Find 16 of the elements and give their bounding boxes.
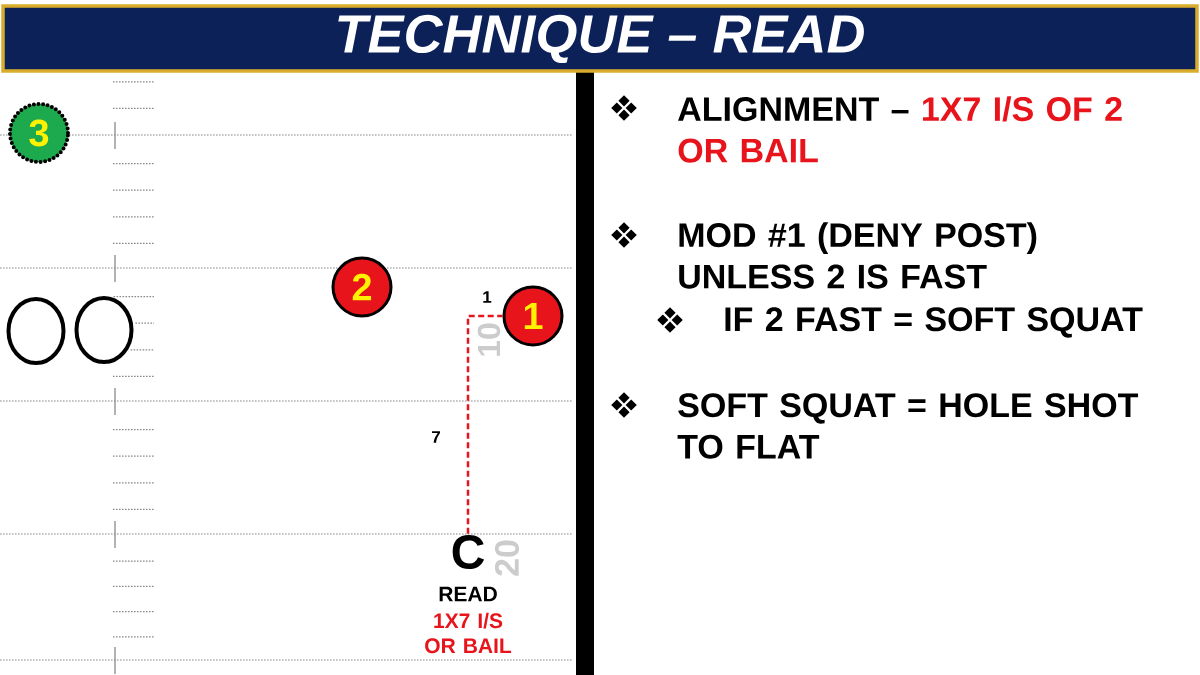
position-label: READ bbox=[439, 586, 497, 602]
bullet-text: SOFT SQUAT = HOLE SHOT TO FLAT bbox=[677, 393, 1139, 459]
label: 1X7 I/S OF 2 bbox=[923, 96, 1122, 122]
title-banner: TECHNIQUE – READ bbox=[1, 4, 1199, 73]
player-oval bbox=[74, 296, 134, 364]
position-letter: C bbox=[452, 535, 485, 569]
distance-label: 7 bbox=[432, 431, 440, 443]
label: OR BAIL bbox=[678, 138, 818, 163]
route-line bbox=[466, 314, 503, 534]
bullet-text: IF 2 FAST = SOFT SQUAT bbox=[725, 307, 1143, 338]
bullet-text: MOD #1 (DENY POST) UNLESS 2 IS FAST bbox=[679, 222, 1037, 289]
distance-label: 1 bbox=[483, 291, 492, 303]
technique-note: 1X7 I/S OR BAIL bbox=[425, 612, 512, 654]
player-oval bbox=[6, 297, 66, 365]
bullet-text: ALIGNMENT – 1X7 I/S OF 2 OR BAIL bbox=[678, 96, 1122, 163]
label: ALIGNMENT – bbox=[678, 97, 909, 122]
